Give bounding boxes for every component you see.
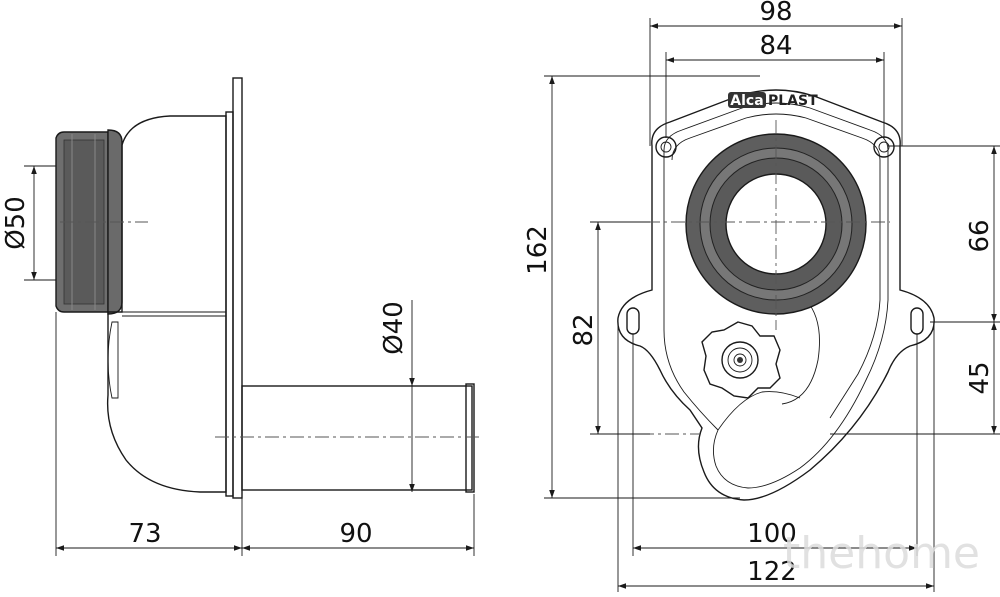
front-body-outline <box>663 102 889 489</box>
dim-side-bottom: 73 90 <box>55 312 475 556</box>
dim-hole-spacing-top: 84 <box>665 31 885 138</box>
brand-logo: Alca PLAST <box>728 92 818 109</box>
dim-label-45: 45 <box>965 361 995 394</box>
side-view: Ø50 Ø40 73 90 <box>1 77 480 556</box>
dim-hole-to-outlet: 45 <box>830 322 1000 435</box>
dim-lower-hole-spacing: 100 <box>632 334 918 556</box>
front-view: Alca PLAST <box>523 0 1000 592</box>
dim-total-height: 162 <box>523 75 760 499</box>
dim-total-width: 98 <box>649 0 903 146</box>
dim-ring-to-outlet: 82 <box>569 221 650 435</box>
dim-label-84: 84 <box>759 31 792 61</box>
dim-label-98: 98 <box>759 0 792 27</box>
side-outlet-pipe <box>60 221 480 493</box>
dim-label-82: 82 <box>569 313 599 346</box>
dim-side-pipe-diameter: Ø50 <box>1 165 56 281</box>
dim-label-66: 66 <box>965 219 995 252</box>
cleaning-knob <box>701 321 781 399</box>
brand-logo-part2: PLAST <box>768 93 818 109</box>
side-body <box>106 115 227 493</box>
dim-label-100: 100 <box>747 519 797 549</box>
dim-label-162: 162 <box>523 225 553 275</box>
dim-label-73: 73 <box>128 519 161 549</box>
dim-label-122: 122 <box>747 557 797 587</box>
dim-label-90: 90 <box>339 519 372 549</box>
side-wall-flange <box>225 77 243 499</box>
watermark: thehome <box>783 528 980 579</box>
brand-logo-part1: Alca <box>730 93 763 109</box>
dim-flange-width: 122 <box>617 320 935 592</box>
front-flange-outline <box>617 89 935 501</box>
dim-label-d50: Ø50 <box>1 196 31 250</box>
dim-label-d40: Ø40 <box>379 301 409 355</box>
dim-ring-to-hole: 66 <box>888 145 1000 323</box>
dim-outlet-diameter: Ø40 <box>379 300 415 492</box>
